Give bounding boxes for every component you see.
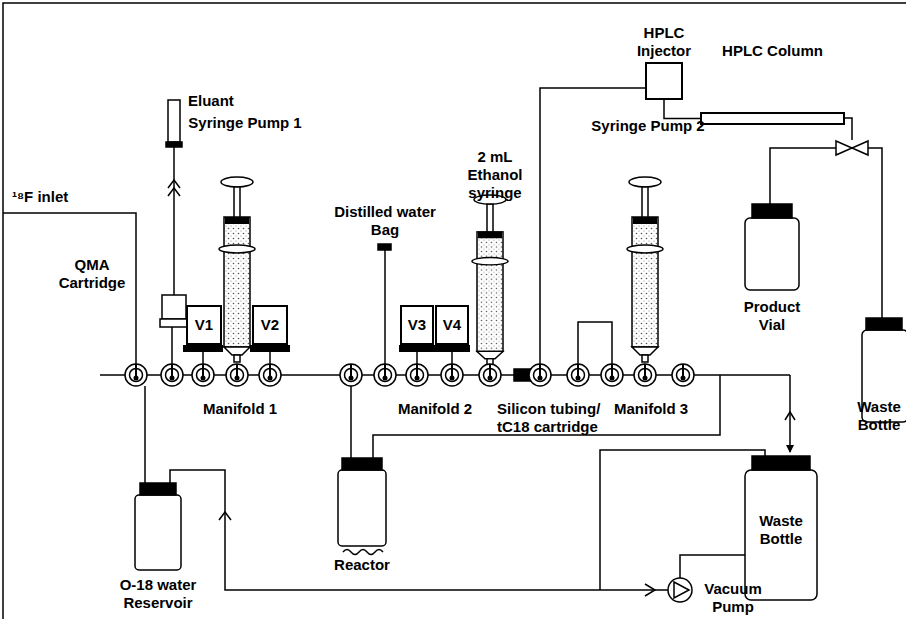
vial-label: V1 [188, 316, 220, 334]
tubing-connector [664, 100, 700, 119]
vial-label: V4 [437, 316, 467, 334]
component-label: Waste Bottle [746, 512, 816, 548]
node-heading: HPLC Injector [624, 24, 704, 60]
manifold-label: Manifold 2 [385, 400, 485, 418]
hplc-injector: HPLC Injector [645, 62, 683, 100]
component-label: Eluant [188, 92, 258, 110]
vial-box: V1 [186, 305, 222, 345]
component-label: Syringe Pump 1 [180, 114, 310, 132]
vial-box: V3 [400, 305, 434, 345]
component-label: 2 mL Ethanol syringe [460, 148, 530, 202]
hplc-column: HPLC Column [700, 112, 845, 125]
vial-box: V2 [252, 305, 288, 345]
vial-label: V2 [254, 316, 286, 334]
component-label: Reactor [322, 556, 402, 574]
component-label: Product Vial [735, 298, 809, 334]
manifold-label: Manifold 1 [190, 400, 290, 418]
inlet-label: ¹⁸F inlet [12, 188, 112, 206]
component-label: O-18 water Reservoir [106, 576, 210, 612]
node-heading: HPLC Column [698, 42, 848, 60]
vial-box: V4 [435, 305, 469, 345]
component-label: Vacuum Pump [696, 580, 770, 616]
component-label: Distilled water Bag [322, 203, 448, 239]
component-label: Waste Bottle [854, 398, 904, 434]
component-label: QMA Cartridge [53, 256, 131, 292]
vial-label: V3 [402, 316, 432, 334]
component-label: Syringe Pump 2 [583, 117, 713, 135]
manifold-label: Manifold 3 [614, 400, 704, 418]
component-label: Silicon tubing/ tC18 cartridge [497, 400, 611, 436]
